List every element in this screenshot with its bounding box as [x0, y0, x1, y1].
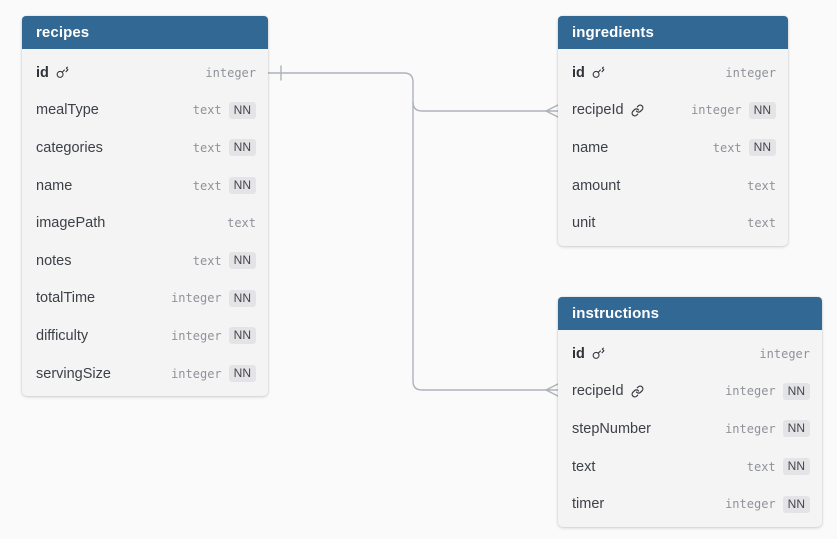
not-null-badge: NN: [228, 101, 256, 119]
column-name: text: [572, 458, 596, 475]
crow-foot-ingredients-icon: [545, 103, 560, 119]
column-name: difficulty: [36, 327, 89, 344]
table-recipes-header[interactable]: recipes: [22, 16, 268, 49]
column-name: imagePath: [36, 215, 106, 232]
column-type: integer: [171, 328, 222, 343]
column-row[interactable]: recipeId integer NN: [558, 92, 788, 130]
column-name: timer: [572, 496, 605, 513]
column-type: text: [747, 178, 776, 193]
key-icon: [592, 66, 605, 79]
column-name: name: [36, 177, 73, 194]
not-null-badge: NN: [748, 101, 776, 119]
column-row[interactable]: id integer: [558, 335, 822, 373]
table-ingredients-columns: id integer recipeId: [558, 49, 788, 246]
column-type: integer: [205, 65, 256, 80]
column-row[interactable]: notes text NN: [22, 242, 268, 280]
not-null-badge: NN: [228, 177, 256, 195]
column-type: text: [747, 216, 776, 231]
table-instructions-columns: id integer recipeId: [558, 330, 822, 527]
column-name: recipeId: [572, 102, 624, 119]
table-title: instructions: [572, 305, 660, 322]
column-type: integer: [725, 421, 776, 436]
key-icon: [592, 347, 605, 360]
connector-recipes-to-instructions: [412, 101, 548, 391]
column-row[interactable]: recipeId integer NN: [558, 373, 822, 411]
table-recipes[interactable]: recipes id integer mealType: [22, 16, 268, 397]
column-name: totalTime: [36, 290, 96, 307]
connector-recipes-to-ingredients: [267, 72, 548, 112]
column-name: id: [36, 64, 49, 81]
column-type: integer: [725, 497, 776, 512]
column-name: amount: [572, 177, 621, 194]
table-ingredients-header[interactable]: ingredients: [558, 16, 788, 49]
column-row[interactable]: imagePath text: [22, 204, 268, 242]
column-row[interactable]: text text NN: [558, 448, 822, 486]
column-type: integer: [725, 65, 776, 80]
column-name: recipeId: [572, 383, 624, 400]
column-type: text: [192, 178, 222, 193]
column-row[interactable]: servingSize integer NN: [22, 355, 268, 393]
column-row[interactable]: name text NN: [22, 167, 268, 205]
column-type: integer: [759, 346, 810, 361]
column-name: notes: [36, 252, 72, 269]
column-type: integer: [691, 103, 742, 118]
not-null-badge: NN: [228, 365, 256, 383]
not-null-badge: NN: [228, 289, 256, 307]
column-row[interactable]: name text NN: [558, 129, 788, 167]
column-row[interactable]: mealType text NN: [22, 92, 268, 130]
not-null-badge: NN: [748, 139, 776, 157]
column-type: text: [192, 140, 222, 155]
column-row[interactable]: amount text: [558, 167, 788, 205]
table-instructions-header[interactable]: instructions: [558, 297, 822, 330]
link-icon: [631, 385, 644, 398]
column-name: id: [572, 64, 585, 81]
column-name: categories: [36, 139, 103, 156]
not-null-badge: NN: [228, 327, 256, 345]
column-name: stepNumber: [572, 420, 651, 437]
column-name: id: [572, 345, 585, 362]
table-title: recipes: [36, 24, 90, 41]
column-type: text: [192, 253, 222, 268]
column-name: unit: [572, 215, 596, 232]
column-type: text: [227, 216, 256, 231]
column-type: text: [192, 103, 222, 118]
column-row[interactable]: unit text: [558, 204, 788, 242]
not-null-badge: NN: [228, 139, 256, 157]
table-ingredients[interactable]: ingredients id integer recipeId: [558, 16, 788, 246]
column-type: text: [712, 140, 742, 155]
column-name: servingSize: [36, 365, 111, 382]
column-row[interactable]: id integer: [22, 54, 268, 92]
not-null-badge: NN: [228, 252, 256, 270]
column-type: text: [746, 459, 776, 474]
link-icon: [631, 104, 644, 117]
column-name: name: [572, 139, 609, 156]
column-name: mealType: [36, 102, 99, 119]
not-null-badge: NN: [782, 495, 810, 513]
key-icon: [56, 66, 69, 79]
column-row[interactable]: difficulty integer NN: [22, 317, 268, 355]
table-title: ingredients: [572, 24, 654, 41]
column-type: integer: [171, 291, 222, 306]
not-null-badge: NN: [782, 458, 810, 476]
table-instructions[interactable]: instructions id integer recipeId: [558, 297, 822, 527]
column-row[interactable]: totalTime integer NN: [22, 280, 268, 318]
column-row[interactable]: categories text NN: [22, 129, 268, 167]
column-row[interactable]: stepNumber integer NN: [558, 410, 822, 448]
crow-foot-instructions-icon: [545, 382, 560, 398]
not-null-badge: NN: [782, 382, 810, 400]
table-recipes-columns: id integer mealType: [22, 49, 268, 396]
column-row[interactable]: id integer: [558, 54, 788, 92]
not-null-badge: NN: [782, 420, 810, 438]
column-type: integer: [171, 366, 222, 381]
column-type: integer: [725, 384, 776, 399]
column-row[interactable]: timer integer NN: [558, 485, 822, 523]
